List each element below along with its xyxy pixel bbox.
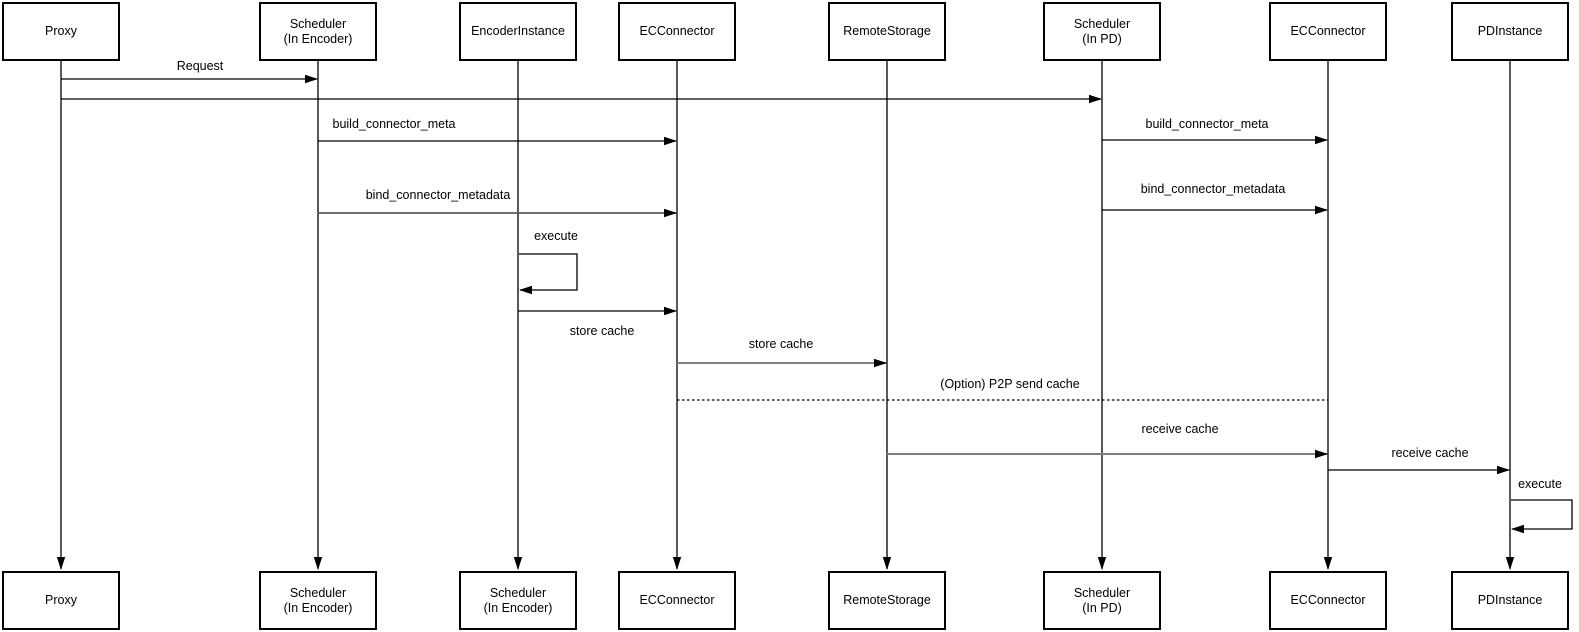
actor-box-bottom-ec-connector-2: ECConnector (1269, 571, 1387, 630)
message-label-store-cache-to-ecconnector: store cache (569, 324, 635, 338)
actor-box-bottom-remote-storage: RemoteStorage (828, 571, 946, 630)
self-message-arrow-execute-encoder (519, 253, 578, 295)
message-label-request: Request (176, 59, 224, 73)
actor-box-top-ec-connector-1: ECConnector (618, 2, 736, 61)
message-label-receive-cache-to-pdinstance: receive cache (1391, 446, 1469, 460)
actor-box-bottom-ec-connector-1: ECConnector (618, 571, 736, 630)
actor-box-bottom-proxy: Proxy (2, 571, 120, 630)
self-message-arrow-execute-pd (1511, 499, 1573, 534)
actor-box-top-encoder-instance: EncoderInstance (459, 2, 577, 61)
actor-box-top-scheduler-in-pd: Scheduler (In PD) (1043, 2, 1161, 61)
self-message-label-execute-encoder: execute (534, 229, 578, 243)
self-message-label-execute-pd: execute (1518, 477, 1562, 491)
message-label-store-cache-to-remotestorage: store cache (748, 337, 814, 351)
actor-box-top-proxy: Proxy (2, 2, 120, 61)
message-label-bind-connector-metadata-pd: bind_connector_metadata (1140, 182, 1286, 196)
actor-box-top-remote-storage: RemoteStorage (828, 2, 946, 61)
message-label-build-connector-meta-pd: build_connector_meta (1145, 117, 1269, 131)
actor-box-top-ec-connector-2: ECConnector (1269, 2, 1387, 61)
actor-box-top-scheduler-in-encoder: Scheduler (In Encoder) (259, 2, 377, 61)
actor-box-bottom-encoder-instance: Scheduler (In Encoder) (459, 571, 577, 630)
actor-box-top-pd-instance: PDInstance (1451, 2, 1569, 61)
actor-box-bottom-pd-instance: PDInstance (1451, 571, 1569, 630)
message-label-build-connector-meta-encoder: build_connector_meta (332, 117, 456, 131)
message-label-receive-cache-to-ecconnector: receive cache (1141, 422, 1219, 436)
actor-box-bottom-scheduler-in-encoder: Scheduler (In Encoder) (259, 571, 377, 630)
message-label-bind-connector-metadata-encoder: bind_connector_metadata (365, 188, 511, 202)
actor-box-bottom-scheduler-in-pd: Scheduler (In PD) (1043, 571, 1161, 630)
message-label-p2p-send-cache: (Option) P2P send cache (940, 377, 1080, 391)
